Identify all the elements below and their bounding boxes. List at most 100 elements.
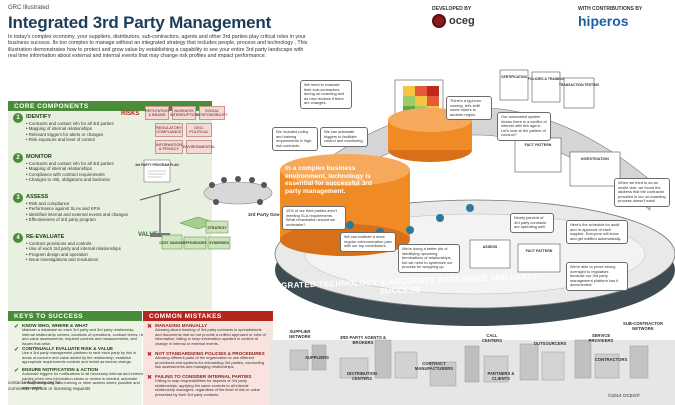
developed-by-label: DEVELOPED BY xyxy=(432,6,472,12)
speech-bubble: We're doing a better job of identifying … xyxy=(398,244,460,273)
contributions-label: WITH CONTRIBUTIONS BY xyxy=(578,6,643,12)
cylinder-message: In a complex business environment, techn… xyxy=(285,165,372,195)
step-monitor: 2 MONITOR Contracts and contact info for… xyxy=(13,153,121,199)
speech-bubble: When we tried to do an onsite visit, we … xyxy=(614,178,670,207)
oceg-wordmark: oceg xyxy=(449,15,475,27)
x-mark-icon: ✖ xyxy=(147,352,153,358)
key-description: Automate triggers for notifications to a… xyxy=(22,371,145,390)
risk-reputation: REPUTATION & BRAND xyxy=(145,106,169,120)
list-item: Changes to risk, obligations and busines… xyxy=(26,177,126,182)
step-heading: ASSESS xyxy=(26,194,49,200)
step-number: 3 xyxy=(13,193,23,203)
x-mark-icon: ✖ xyxy=(147,375,153,381)
list-item: Use of each 3rd party and internal relat… xyxy=(26,246,126,251)
list-item: Identified internal and external events … xyxy=(26,212,128,217)
city-skyline xyxy=(270,339,675,405)
core-components-heading: CORE COMPONENTS xyxy=(8,101,212,111)
key-title: CONTINUALLY EVALUATE RISK & VALUE xyxy=(22,346,114,351)
city-label-outsourcers: OUTSOURCERS xyxy=(533,341,567,346)
city-label-distribution-centers: DISTRIBUTION CENTERS xyxy=(347,371,377,381)
speech-bubble: We need to evaluate their sub-contractor… xyxy=(300,80,352,109)
x-mark-icon: ✖ xyxy=(147,324,153,330)
contact-info: contact info@oceg.org for comments, repr… xyxy=(8,380,90,391)
speech-bubble: There's a typhoon coming, let's shift so… xyxy=(446,96,492,121)
list-item: Program design and operation xyxy=(26,252,126,257)
program-plan-board xyxy=(143,159,171,183)
mistake-title: NOT STANDARDIZING POLICIES & PROCEDURES xyxy=(155,351,265,356)
risk-geo-political: GEO-POLITICAL xyxy=(186,123,212,137)
step-assess: 3 ASSESS Risk and compliance Performance… xyxy=(13,193,128,239)
fact-pattern-label: FACT PATTERN xyxy=(525,143,552,147)
checkmark-icon: ✔ xyxy=(14,368,20,374)
speech-bubble: Ninety percent of 3rd party contracts ar… xyxy=(510,213,554,233)
contact-line: contact info@oceg.org for xyxy=(8,380,61,385)
keys-to-success-heading: KEYS TO SUCCESS xyxy=(8,311,142,321)
balance-scale xyxy=(139,188,181,237)
city-label-partners-clients: PARTNERS & CLIENTS xyxy=(487,371,515,381)
mistake-item: ✖ MANAGING MANUALLY Allowing siloed trac… xyxy=(147,323,269,346)
list-item: Performance against SLAs and KPIs xyxy=(26,206,126,211)
step-heading: IDENTIFY xyxy=(26,114,52,120)
value-label: VALUE xyxy=(138,232,158,238)
checkmark-icon: ✔ xyxy=(14,347,20,353)
risk-environmental: ENVIRONMENTAL xyxy=(183,140,215,154)
key-item: ✔ ENSURE NOTIFICATION & ACTION Automate … xyxy=(14,367,146,390)
compliance-boards xyxy=(499,69,595,109)
oceg-mark-icon xyxy=(432,14,446,28)
mistake-item: ✖ FAILING TO CONSIDER INTERNAL PARTIES F… xyxy=(147,374,269,397)
assess-label: ASSESS xyxy=(483,245,498,249)
list-item: Contract provisions and controls xyxy=(26,241,126,246)
governance-scene: 3rd PARTY PROGRAM PLAN STRATEGY COST SAV… xyxy=(135,159,273,250)
copyright-notice: ©2014 OCEG® xyxy=(608,393,640,398)
city-label-service-providers: SERVICE PROVIDERS xyxy=(588,333,614,343)
list-item: Contracts and contact info for all 3rd p… xyxy=(26,161,126,166)
city-label-call-centers: CALL CENTERS xyxy=(481,333,502,343)
step-heading: MONITOR xyxy=(26,154,52,160)
common-mistakes-panel xyxy=(143,321,273,405)
fact-pattern-label-2: FACT PATTERN xyxy=(526,249,553,253)
step-identify: 1 IDENTIFY Contracts and contact info fo… xyxy=(13,113,121,159)
key-item: ✔ KNOW WHO, WHERE & WHAT Maintain a data… xyxy=(14,323,146,346)
mistake-description: Allowing siloed tracking of 3rd party co… xyxy=(155,327,266,346)
list-item: Relevant triggers for alerts or changes xyxy=(26,132,126,137)
value-efficiencies: EFFICIENCIES xyxy=(183,241,207,245)
list-item: Mapping of internal relationships xyxy=(26,126,126,131)
risk-business-interruption: BUSINESS INTERRUPTION xyxy=(170,106,198,120)
step-heading: RE-EVALUATE xyxy=(26,234,65,240)
key-description: Maintain a database on each 3rd party an… xyxy=(22,327,146,346)
board-certification: CERTIFICATION xyxy=(501,75,527,79)
investigation-label: INVESTIGATION xyxy=(581,157,609,161)
risk-information-privacy: INFORMATION & PRIVACY xyxy=(155,140,183,154)
list-item: Mapping of internal relationships xyxy=(26,166,126,171)
value-strategy: STRATEGY xyxy=(207,226,227,230)
city-label-contract-manufacturers: CONTRACT MANUFACTURERS xyxy=(414,361,454,371)
hiperos-logo[interactable]: hiperos xyxy=(578,13,629,29)
list-item: Issue investigations and resolutions xyxy=(26,257,126,262)
step-list: Risk and compliance Performance against … xyxy=(26,201,128,223)
mistake-title: FAILING TO CONSIDER INTERNAL PARTIES xyxy=(155,374,252,379)
mistake-description: Allowing different parts of the organiza… xyxy=(155,355,265,370)
speech-bubble: We're able to prove strong oversight to … xyxy=(566,262,628,291)
oceg-logo[interactable]: oceg xyxy=(432,14,475,28)
step-list: Contracts and contact info for all 3rd p… xyxy=(26,161,126,183)
board-transaction-testing: TRANSACTION TESTING xyxy=(559,83,600,87)
speech-bubble: We can automate triggers to facilitate c… xyxy=(320,127,368,147)
investigation-boards xyxy=(469,137,621,273)
city-label-sub-contractor-network: SUB-CONTRACTOR NETWORK xyxy=(623,321,663,331)
board-policies: POLICIES & TRAINING xyxy=(528,77,565,81)
program-plan-label: 3rd PARTY PROGRAM PLAN xyxy=(135,163,179,167)
key-title: KNOW WHO, WHERE & WHAT xyxy=(22,323,89,328)
key-title: ENSURE NOTIFICATION & ACTION xyxy=(22,367,99,372)
city-label-agents-brokers: 3RD PARTY AGENTS & BROKERS xyxy=(340,335,386,345)
speech-bubble: 10% of our third parties aren't meeting … xyxy=(282,206,346,231)
risk-social-responsibility: SOCIAL RESPONSIBILITY xyxy=(196,106,228,120)
common-mistakes-heading: COMMON MISTAKES xyxy=(143,311,273,321)
key-description: Use a 3rd party management platform to r… xyxy=(22,350,137,365)
speech-bubble: We included policy and training requirem… xyxy=(272,127,318,152)
value-cost-savings: COST SAVINGS xyxy=(159,241,185,245)
step-list: Contracts and contact info for all 3rd p… xyxy=(26,121,126,143)
risk-regulatory-compliance: REGULATORY COMPLIANCE xyxy=(155,123,183,137)
speech-bubble: Our automated system shows there is a co… xyxy=(497,112,551,141)
list-item: Contracts and contact info for all 3rd p… xyxy=(26,121,126,126)
step-re-evaluate: 4 RE-EVALUATE Contract provisions and co… xyxy=(13,233,121,279)
